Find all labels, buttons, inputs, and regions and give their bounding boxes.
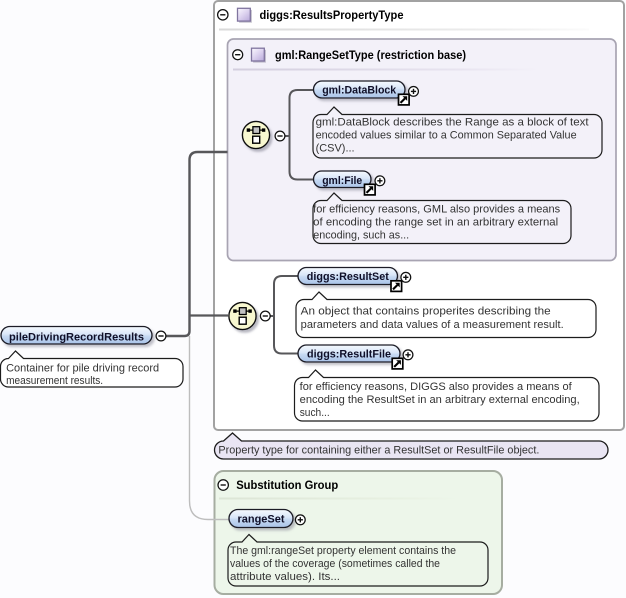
svg-text:such...: such... — [300, 407, 330, 419]
svg-text:values of the coverage (someti: values of the coverage (sometimes called… — [230, 558, 440, 570]
svg-text:for efficiency reasons, DIGGS: for efficiency reasons, DIGGS also provi… — [300, 381, 573, 393]
svg-text:attribute values). Its...: attribute values). Its... — [230, 571, 340, 583]
svg-text:for efficiency reasons, GML al: for efficiency reasons, GML also provide… — [313, 204, 560, 216]
svg-text:The gml:rangeSet property elem: The gml:rangeSet property element contai… — [230, 545, 456, 557]
svg-text:encoding the ResultSet in an a: encoding the ResultSet in an arbitrary e… — [300, 394, 580, 406]
svg-text:An object that contains proper: An object that contains properites descr… — [301, 306, 551, 318]
svg-text:diggs:ResultsPropertyType: diggs:ResultsPropertyType — [260, 10, 404, 22]
svg-text:diggs:ResultSet: diggs:ResultSet — [307, 271, 389, 283]
svg-text:gml:File: gml:File — [322, 175, 362, 187]
svg-text:encoding, such as...: encoding, such as... — [313, 230, 409, 242]
svg-text:of encoding the range set in a: of encoding the range set in an arbitrar… — [313, 217, 558, 229]
svg-text:Substitution Group: Substitution Group — [236, 480, 338, 492]
svg-text:diggs:ResultFile: diggs:ResultFile — [307, 349, 391, 361]
svg-text:gml:DataBlock: gml:DataBlock — [322, 85, 397, 97]
svg-text:rangeSet: rangeSet — [238, 514, 285, 526]
svg-text:Container for pile driving rec: Container for pile driving record — [6, 362, 159, 374]
svg-text:gml:RangeSetType (restriction: gml:RangeSetType (restriction base) — [275, 50, 466, 62]
svg-text:encoded values similar to a Co: encoded values similar to a Common Separ… — [316, 130, 577, 142]
svg-text:parameters and data values of: parameters and data values of a measurem… — [301, 319, 564, 331]
svg-text:Property type for containing e: Property type for containing either a Re… — [218, 444, 539, 456]
svg-text:pileDrivingRecordResults: pileDrivingRecordResults — [9, 331, 144, 343]
svg-text:measurement results.: measurement results. — [6, 375, 103, 387]
svg-text:(CSV)...: (CSV)... — [316, 143, 355, 155]
svg-text:gml:DataBlock describes the Ra: gml:DataBlock describes the Range as a b… — [316, 117, 589, 129]
